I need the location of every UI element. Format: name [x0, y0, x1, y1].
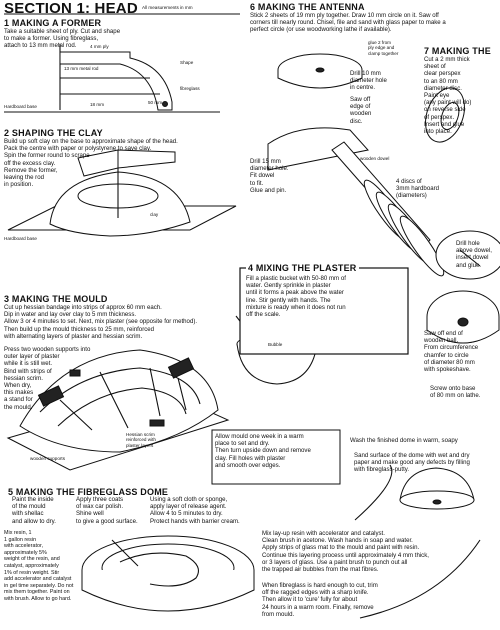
section-5-step-2: Apply three coats of wax car polish. Shi…	[76, 496, 138, 525]
section-6-heading: 6 MAKING THE ANTENNA	[250, 2, 365, 12]
label-clay: clay	[150, 212, 159, 217]
section-2-heading: 2 SHAPING THE CLAY	[4, 128, 103, 138]
former-illustration	[4, 44, 220, 113]
label-lathe: Screw onto base of 80 mm on lathe.	[430, 385, 481, 400]
section-2-text: Build up soft clay on the base to approx…	[4, 138, 178, 189]
section-3-text: Cut up hessian bandage into strips of ap…	[4, 304, 198, 340]
finish-sand-text: Sand surface of the dome with wet and dr…	[354, 452, 470, 474]
label-rod: 13 mm metal rod	[64, 66, 99, 71]
section-5-heading: 5 MAKING THE FIBREGLASS DOME	[8, 487, 169, 497]
mould-illustration	[6, 349, 230, 471]
label-18mm: 18 mm	[90, 102, 105, 107]
section-3-heading: 3 MAKING THE MOULD	[4, 294, 108, 304]
label-base-2: Hardboard base	[4, 236, 37, 241]
label-bubble: Bubble	[268, 342, 283, 347]
section-7-text: Cut a 2 mm thick sheet of clear perspex …	[424, 56, 472, 136]
clay-illustration	[7, 149, 237, 237]
section-5-step-1: Paint the inside of the mould with shell…	[12, 496, 56, 525]
label-ply: 4 mm ply	[90, 44, 109, 49]
section-5-step-3: Using a soft cloth or sponge, apply laye…	[150, 496, 240, 525]
antenna-illustration	[267, 53, 445, 277]
label-50mm: 50 mm	[148, 100, 163, 105]
label-drill-dowel: Drill hole above dowel, insert dowel and…	[456, 240, 492, 269]
label-shape: Shape	[180, 60, 194, 65]
label-hardboard-discs: 4 discs of 3mm hardboard (diameters)	[396, 178, 440, 200]
section-3-supports-text: Press two wooden supports into outer lay…	[4, 346, 91, 411]
section-1-heading: 1 MAKING A FORMER	[4, 18, 102, 28]
section-1-text: Take a suitable sheet of ply. Cut and sh…	[4, 28, 121, 50]
drying-note: Allow mould one week in a warm place to …	[215, 433, 311, 469]
fibreglass-mould-illustration	[81, 535, 255, 612]
drying-note-box	[211, 429, 341, 485]
label-saw-disc: Saw off edge of wooden disc.	[350, 96, 372, 125]
eye-illustration	[425, 87, 500, 344]
label-drill-15mm: Drill 15 mm diameter hole. Fit dowel to …	[250, 158, 289, 194]
section-4-heading: 4 MIXING THE PLASTER	[246, 263, 359, 273]
page-title: SECTION 1: HEAD	[4, 0, 138, 17]
section-6-text: Stick 2 sheets of 19 mm ply together. Dr…	[250, 12, 446, 34]
label-supports: wooden supports	[30, 456, 65, 461]
section-4-text: Fill a plastic bucket with 50-80 mm of w…	[246, 275, 346, 319]
arrow-final	[359, 539, 481, 619]
label-dowel: wooden dowel	[360, 156, 390, 161]
label-base-1: Hardboard base	[4, 104, 37, 109]
plaster-text-box	[239, 267, 409, 355]
section-5-trim-text: When fibreglass is hard enough to cut, t…	[262, 582, 378, 618]
arrow-to-dome	[354, 464, 393, 521]
label-fibreglass: fibreglass	[180, 86, 200, 91]
measurements-note: All measurements in mm	[142, 5, 193, 10]
label-wooden-ball: Saw off end of wooden ball. From circumf…	[424, 330, 479, 374]
finished-dome-illustration	[399, 467, 475, 510]
finish-wash-text: Wash the finished dome in warm, soapy	[350, 437, 458, 444]
section-5-resin-mix: Mix resin, 1 1 gallon resin with acceler…	[4, 530, 74, 602]
label-glue-ply: glue 2 from ply edge and clamp together	[368, 40, 399, 56]
section-5-layering-text: Mix lay-up resin with accelerator and ca…	[262, 530, 429, 574]
section-7-heading: 7 MAKING THE	[424, 46, 491, 56]
label-hessian: Hessian scrim reinforced with plaster la…	[126, 432, 156, 448]
label-drill-10mm: Drill 10 mm diameter hole in centre.	[350, 70, 387, 92]
